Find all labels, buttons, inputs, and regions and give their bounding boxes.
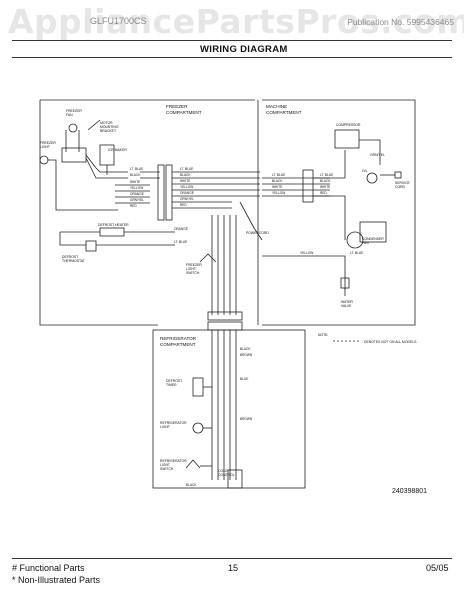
- diagram-title: WIRING DIAGRAM: [200, 44, 288, 55]
- watermark-logo: AppliancePartsPros.com: [8, 2, 464, 41]
- wire-label-black-5: BLACK: [240, 347, 251, 351]
- machine-compartment-border: [262, 99, 416, 326]
- wire-label-lt-blue-6: LT. BLUE: [174, 240, 187, 244]
- wire-label-orange-1: ORANGE: [130, 192, 144, 196]
- compressor-label: COMPRESSOR: [336, 123, 361, 127]
- wire-label-white-3: WHITE: [272, 185, 282, 189]
- grn-yel-label: GRN/YEL: [370, 153, 385, 157]
- wire-label-grn-yel-2: GRN/YEL: [180, 197, 194, 201]
- defrost-heater-label: DEFROST HEATER: [98, 223, 129, 227]
- ice-maker-label: ICE MAKER: [108, 148, 127, 152]
- wire-label-lt-blue-5: LT. BLUE: [350, 251, 363, 255]
- footer-page-number: 15: [228, 563, 239, 573]
- wire-label-lt-blue-1: LT. BLUE: [130, 167, 143, 171]
- wire-label-black-3: BLACK: [272, 179, 283, 183]
- wire-label-lt-blue-4: LT. BLUE: [320, 173, 333, 177]
- overload-label: O/L: [362, 169, 368, 173]
- refrigerator-light-switch-icon: [185, 459, 201, 469]
- wire-label-black-2: BLACK: [180, 173, 191, 177]
- wire-label-black-4: BLACK: [320, 179, 331, 183]
- condenser-fan-icon: [346, 231, 364, 249]
- wire-label-lt-blue-3: LT. BLUE: [272, 173, 285, 177]
- defrost-timer-icon: [192, 377, 204, 397]
- freezer-light-switch-icon: [199, 253, 217, 263]
- wire-label-yellow-5: YELLOW: [300, 251, 313, 255]
- powercord-label: POWERCORD: [246, 231, 269, 235]
- defrost-heater-icon: [99, 227, 125, 237]
- wire-label-white-2: WHITE: [180, 179, 190, 183]
- lower-connector-block: [207, 311, 243, 321]
- figure-number: 240398801: [392, 488, 427, 495]
- refrigerator-compartment-border: [152, 329, 306, 489]
- footer-rule: [12, 558, 452, 559]
- wire-label-red-1: RED: [130, 204, 137, 208]
- machine-connector-block: [302, 169, 314, 203]
- publication-number: Publication No. 5995436465: [347, 17, 454, 27]
- wire-label-grn-yel-1: GRN/YEL: [130, 198, 144, 202]
- wire-label-brown-1: BROWN: [240, 353, 253, 357]
- wire-label-black-1: BLACK: [130, 173, 141, 177]
- service-cord-plug-icon: [394, 171, 402, 179]
- footer-non-illustrated-parts: * Non-Illustrated Parts: [12, 575, 101, 585]
- note-text: DENOTES NOT ON ALL MODELS.: [364, 340, 417, 344]
- overload-icon: [366, 172, 378, 184]
- wire-label-red-4: RED: [320, 191, 327, 195]
- wire-label-yellow-3: YELLOW: [272, 191, 285, 195]
- freezer-light-icon: [39, 155, 49, 165]
- footer-date: 05/05: [426, 563, 449, 573]
- freezer-compartment-border: [39, 100, 158, 326]
- defrost-thermostat-icon: [85, 240, 97, 252]
- wire-label-orange-2: ORANGE: [180, 191, 194, 195]
- freezer-fan-icon: [68, 123, 78, 133]
- footer-functional-parts: # Functional Parts: [12, 563, 85, 573]
- freezer-connector-block: [157, 164, 165, 221]
- refrigerator-light-icon: [192, 422, 204, 434]
- model-number: GLFU1700CS: [90, 16, 147, 26]
- wire-label-yellow-1: YELLOW: [130, 186, 143, 190]
- wire-label-orange-3: ORANGE: [174, 227, 188, 231]
- wire-label-black-6: BLACK: [186, 483, 197, 487]
- wire-label-blue-1: BLUE: [240, 377, 248, 381]
- note-label: NOTE:: [318, 333, 328, 337]
- compressor-icon: [334, 129, 360, 149]
- wire-label-lt-blue-2: LT. BLUE: [180, 167, 193, 171]
- wire-label-brown-2: BROWN: [240, 417, 253, 421]
- cold-control-icon: [227, 469, 243, 489]
- wire-label-white-4: WHITE: [320, 185, 330, 189]
- title-rule: [12, 57, 452, 58]
- wire-label-yellow-2: YELLOW: [180, 185, 193, 189]
- wire-label-red-2: RED: [180, 203, 187, 207]
- header-rule: [12, 40, 452, 41]
- wire-label-white-1: WHITE: [130, 180, 140, 184]
